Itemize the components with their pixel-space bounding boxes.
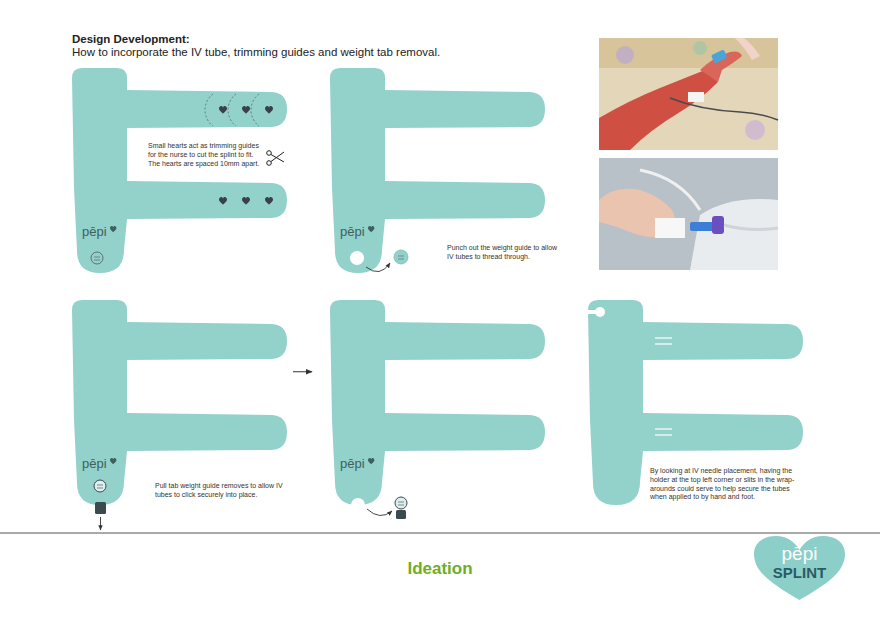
trim-guide-arc [251,94,259,126]
tube-holder-slot [586,310,596,314]
pull-tab-guide [94,480,106,492]
baby-arm [599,70,718,150]
pull-tab-mark [97,488,103,489]
subtitle: How to incorporate the IV tube, trimming… [72,45,512,59]
photo-ground [599,158,778,270]
tube-slit [655,343,672,344]
removed-tab-mark [398,502,404,503]
iv-tube [724,225,778,229]
trim-guide-arc [228,94,236,126]
iv-tube [670,98,778,120]
brand-mark: pēpi [340,224,380,240]
annotation-note: Small hearts act as trimming guides for … [148,142,266,168]
purple-cap [712,216,724,234]
logo-wordmark: pēpi [752,542,847,566]
node-outline [330,68,545,273]
blanket-pattern [599,38,778,68]
splint-template: pēpi [330,68,545,273]
pull-arrow [100,517,101,530]
tube-slit [655,337,672,338]
brand-heart [110,226,116,232]
annotation-note: By looking at IV needle placement, havin… [650,467,808,502]
splint-template: pēpi [330,300,545,505]
divider-rule [0,533,880,534]
section-caption: Ideation [370,558,510,579]
blanket-dot [745,120,765,140]
weight-disc-mark [398,259,404,260]
tab-notch [351,498,365,512]
trim-heart [219,106,227,114]
pull-tab-mark [97,485,103,486]
photo-ground [599,38,778,150]
brand-mark: pēpi [82,456,122,472]
brand-mark: pēpi [340,456,380,472]
scissors-handle [267,161,272,166]
scissors-handle [267,151,272,156]
brand-mark: pēpi [82,224,122,240]
blanket-dot [693,41,707,55]
logo-heart: pēpiSPLINT [752,535,847,601]
punched-hole [350,251,364,265]
logo-splint: SPLINT [752,564,847,583]
scissors-blade [271,152,284,162]
node-shape [72,300,287,505]
node-shape [330,300,545,505]
flow-arrow [293,371,312,372]
weight-guide [91,252,103,264]
trim-heart [265,197,273,205]
splint-template: pēpi [72,300,287,505]
trim-heart [242,197,250,205]
blanket-dot [616,46,634,64]
baby-foot [599,189,675,238]
tape [655,218,685,238]
tube-slit [655,428,672,429]
weight-disc [394,250,408,264]
brand-heart [368,458,374,464]
brand-heart [110,458,116,464]
removed-tab-mark [398,505,404,506]
removed-tab [396,510,406,519]
blue-tape [711,49,727,63]
trim-guide-arc [205,94,213,126]
tape [688,92,704,102]
node-outline [72,68,287,273]
curved-arrow [367,509,392,516]
weight-guide-mark [94,260,100,261]
annotation-note: Punch out the weight guide to allow IV t… [447,244,565,262]
pull-tab [95,502,106,514]
tube-holder [595,307,605,317]
foot-photo [599,158,778,270]
scissors-icon [267,151,284,166]
trim-heart [242,106,250,114]
curved-arrow [366,263,390,272]
glove-finger [735,38,760,60]
tube-slit [655,434,672,435]
weight-guide-mark [94,257,100,258]
node-shape [330,68,545,273]
node-shape [72,68,287,273]
white-cloth [690,199,778,270]
brand-heart [368,226,374,232]
splint-template: pēpi [72,68,287,273]
removed-tab-guide [395,497,407,509]
blue-connector [690,222,714,231]
hand-photo [599,38,778,150]
scissors-blade [271,155,284,163]
baby-hand [700,52,742,83]
annotation-note: Pull tab weight guide removes to allow I… [155,482,297,500]
iv-tube [640,170,700,210]
node-outline [330,300,545,505]
page-title: Design Development: [72,32,190,46]
weight-disc-mark [398,256,404,257]
node-outline [72,300,287,505]
trim-heart [219,197,227,205]
trim-heart [265,106,273,114]
splint-shape [588,300,803,505]
